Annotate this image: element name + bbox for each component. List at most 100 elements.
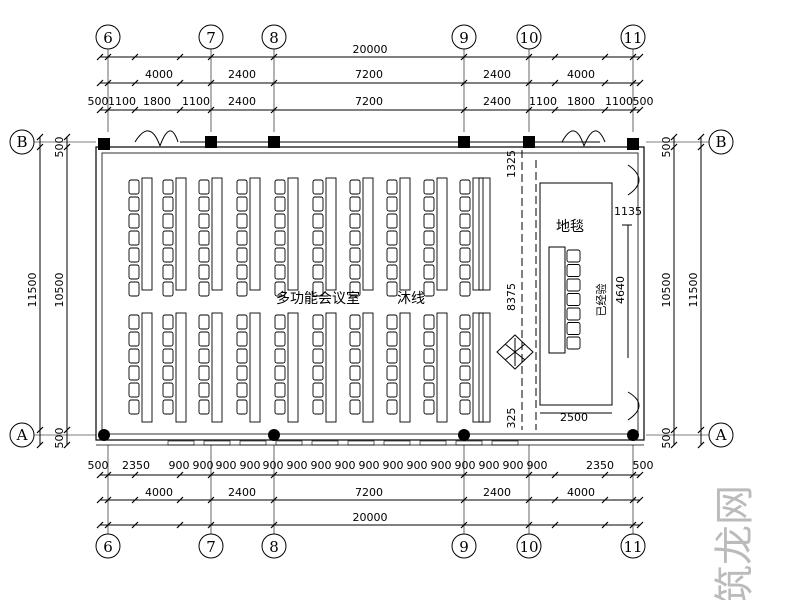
dimension-tick — [131, 79, 139, 87]
seat-chair — [423, 314, 435, 330]
axis-label-7-top: 7 — [206, 29, 216, 47]
seat-chair — [236, 247, 248, 263]
seat-chair — [236, 196, 248, 212]
dimension-tick — [636, 106, 644, 114]
dimension-tick — [636, 53, 644, 61]
seat-chair — [423, 365, 435, 381]
seat-chair — [162, 264, 174, 280]
seat-chair — [312, 264, 324, 280]
dimension-tick — [629, 79, 637, 87]
dimension-tick — [131, 496, 139, 504]
dimension-tick — [629, 521, 637, 529]
dimension-tick — [104, 471, 112, 479]
seat-chair — [312, 399, 324, 415]
seat-chair — [459, 314, 471, 330]
seat-chair — [128, 314, 140, 330]
seat-chair — [349, 281, 361, 297]
seat-chair — [423, 230, 435, 246]
seat-chair — [459, 264, 471, 280]
dimension-tick — [551, 53, 559, 61]
dim-stage-width: 2500 — [560, 411, 588, 424]
dim-bottom-total: 20000 — [353, 511, 388, 524]
dim-bottom-row1-3: 900 — [169, 459, 190, 472]
dimension-tick — [270, 53, 278, 61]
seat-table — [141, 177, 153, 291]
axis-labels-top: 6 7 8 9 10 11 — [103, 29, 642, 47]
seat-chair — [312, 247, 324, 263]
seat-table — [325, 312, 337, 423]
seat-chair — [349, 331, 361, 347]
seat-chair — [162, 382, 174, 398]
seat-chair — [459, 281, 471, 297]
seat-chair — [386, 196, 398, 212]
dimension-tick — [525, 53, 533, 61]
bottom-window — [203, 440, 231, 446]
dim-top-row3-2: 1100 — [108, 95, 136, 108]
dim-bottom-row1-8: 900 — [287, 459, 308, 472]
seat-chair — [162, 348, 174, 364]
dimension-tick — [176, 53, 184, 61]
seat-chair — [274, 314, 286, 330]
seat-chair — [423, 247, 435, 263]
dim-bottom-row1-16: 900 — [479, 459, 500, 472]
axis-label-A-left: A — [16, 426, 28, 444]
dim-top-row3-11: 500 — [633, 95, 654, 108]
dim-bottom-row1-13: 900 — [407, 459, 428, 472]
seat-chair — [162, 399, 174, 415]
bottom-window — [383, 440, 411, 446]
line-label: 沐线 — [397, 291, 425, 307]
dimension-tick — [525, 521, 533, 529]
dim-bottom-row2-1: 4000 — [145, 486, 173, 499]
dimension-tick — [36, 426, 44, 434]
seat-chair — [386, 179, 398, 195]
dimension-tick — [525, 79, 533, 87]
dimension-tick — [96, 471, 104, 479]
axis-label-A-right: A — [715, 426, 727, 444]
podium-chair — [566, 264, 581, 277]
dim-stage-mid: 8375 — [505, 283, 518, 311]
dim-top-total: 20000 — [353, 43, 388, 56]
dim-top-row3-5: 2400 — [228, 95, 256, 108]
seat-chair — [459, 213, 471, 229]
bottom-window — [167, 440, 195, 446]
podium-chair — [566, 307, 581, 321]
bottom-window — [275, 440, 303, 446]
seat-table — [141, 312, 153, 423]
seat-chair — [312, 314, 324, 330]
right-door-lower — [627, 391, 640, 421]
dimension-tick — [551, 521, 559, 529]
dim-left-inner: 10500 — [53, 273, 66, 308]
axis-label-9-bottom: 9 — [459, 538, 469, 556]
seat-chair — [274, 382, 286, 398]
seat-chair — [312, 331, 324, 347]
seat-chair — [128, 281, 140, 297]
dimension-tick — [460, 496, 468, 504]
axis-label-11-top: 11 — [623, 29, 642, 47]
seat-chair — [386, 365, 398, 381]
seat-chair — [128, 348, 140, 364]
seat-chair — [274, 399, 286, 415]
dimension-tick — [36, 133, 44, 141]
dimension-tick — [270, 79, 278, 87]
dimension-tick — [551, 79, 559, 87]
bottom-window — [455, 440, 483, 446]
dimension-tick — [176, 471, 184, 479]
seat-chair — [386, 213, 398, 229]
dim-bottom-row1-4: 900 — [193, 459, 214, 472]
seat-table — [175, 177, 187, 291]
dimension-tick — [525, 471, 533, 479]
seat-chair — [386, 247, 398, 263]
dimension-tick — [636, 79, 644, 87]
seat-chair — [236, 264, 248, 280]
seat-chair — [198, 314, 210, 330]
dimension-tick — [104, 521, 112, 529]
dimension-tick — [131, 106, 139, 114]
podium-table — [548, 246, 566, 354]
seat-chair — [459, 179, 471, 195]
dim-left-small-bottom: 500 — [53, 428, 66, 449]
dim-bottom-row1-9: 900 — [311, 459, 332, 472]
axis-labels-bottom: 6 7 8 9 10 11 — [103, 538, 642, 556]
seat-chair — [459, 196, 471, 212]
dim-bottom-row2-5: 4000 — [567, 486, 595, 499]
